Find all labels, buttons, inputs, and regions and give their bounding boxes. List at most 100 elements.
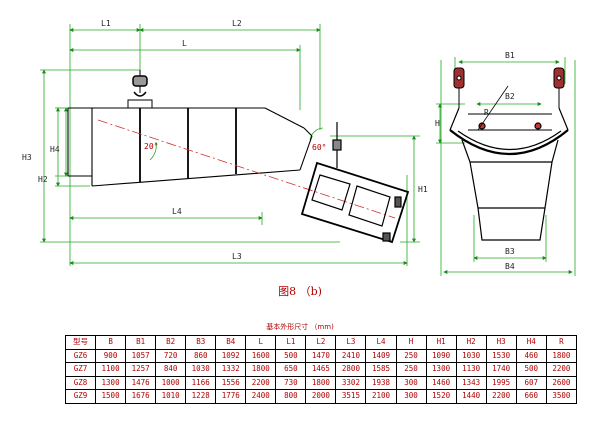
dim-label-r: R xyxy=(484,108,489,117)
table-cell: 3302 xyxy=(335,375,367,390)
column-header: H2 xyxy=(455,335,487,350)
table-cell: 500 xyxy=(275,348,307,363)
table-cell: 2400 xyxy=(245,389,277,404)
column-header: L1 xyxy=(275,335,307,350)
table-cell: 1520 xyxy=(425,389,457,404)
column-header: B xyxy=(95,335,127,350)
table-cell: 1800 xyxy=(305,375,337,390)
table-cell: 1300 xyxy=(425,362,457,377)
table-cell: 720 xyxy=(155,348,187,363)
table-cell: 1090 xyxy=(425,348,457,363)
table-cell: 3500 xyxy=(545,389,578,404)
table-cell: 2410 xyxy=(335,348,367,363)
table-cell: 1057 xyxy=(125,348,157,363)
table-cell: 1100 xyxy=(95,362,127,377)
table-cell: 1556 xyxy=(215,375,247,390)
table-cell: 300 xyxy=(395,375,427,390)
vibration-motor xyxy=(300,122,410,244)
table-cell: 607 xyxy=(515,375,547,390)
column-header: H xyxy=(395,335,427,350)
table-cell: 1938 xyxy=(365,375,397,390)
table-cell: 1228 xyxy=(185,389,217,404)
table-cell: 1500 xyxy=(95,389,127,404)
table-cell: 1000 xyxy=(155,375,187,390)
table-cell: 2600 xyxy=(545,375,578,390)
table-cell: 500 xyxy=(515,362,547,377)
table-cell: 1460 xyxy=(425,375,457,390)
end-trough xyxy=(449,85,569,241)
table-cell: 1800 xyxy=(245,362,277,377)
table-cell: 1300 xyxy=(95,375,127,390)
table-cell: 1600 xyxy=(245,348,277,363)
table-cell: GZ8 xyxy=(64,375,97,390)
table-cell: 1440 xyxy=(455,389,487,404)
equipment-drawing: L1 L2 L L4 L3 H3 H2 H4 H1 20° 60° xyxy=(22,19,576,276)
column-header: L3 xyxy=(335,335,367,350)
table-cell: 800 xyxy=(275,389,307,404)
dim-label-l4: L4 xyxy=(172,207,182,216)
dim-label-h-end: H xyxy=(435,119,440,128)
table-cell: 1465 xyxy=(305,362,337,377)
table-cell: 2200 xyxy=(485,389,517,404)
table-cell: GZ7 xyxy=(64,362,97,377)
column-header: B4 xyxy=(215,335,247,350)
table-cell: 730 xyxy=(275,375,307,390)
table-title: 基本外形尺寸 （mm) xyxy=(266,323,334,331)
table-cell: 1470 xyxy=(305,348,337,363)
dim-label-b1: B1 xyxy=(505,51,515,60)
center-line xyxy=(97,119,396,219)
table-cell: 1010 xyxy=(155,389,187,404)
angle-label-20: 20° xyxy=(144,142,158,151)
end-right-hanger xyxy=(553,67,565,108)
left-hanger xyxy=(127,70,153,109)
dim-label-h2: H2 xyxy=(38,175,48,184)
table-cell: 1476 xyxy=(125,375,157,390)
table-cell: 2100 xyxy=(365,389,397,404)
side-view: L1 L2 L L4 L3 H3 H2 H4 H1 20° 60° xyxy=(22,19,428,266)
table-cell: 860 xyxy=(185,348,217,363)
column-header: 型号 xyxy=(64,335,97,350)
table-cell: 1343 xyxy=(455,375,487,390)
table-cell: 900 xyxy=(95,348,127,363)
end-dimension-lines xyxy=(436,57,576,276)
dimension-lines xyxy=(40,24,420,266)
table-cell: 1676 xyxy=(125,389,157,404)
angle-label-60: 60° xyxy=(312,143,326,152)
figure-caption: 图8 （b) xyxy=(278,285,322,298)
table-cell: 2200 xyxy=(245,375,277,390)
dim-label-b4: B4 xyxy=(505,262,515,271)
table-cell: 1030 xyxy=(185,362,217,377)
dim-label-h3: H3 xyxy=(22,153,32,162)
table-cell: 250 xyxy=(395,362,427,377)
column-header: B3 xyxy=(185,335,217,350)
dim-label-b2: B2 xyxy=(505,92,515,101)
column-header: B1 xyxy=(125,335,157,350)
column-header: B2 xyxy=(155,335,187,350)
table-cell: 2800 xyxy=(335,362,367,377)
table-cell: 460 xyxy=(515,348,547,363)
table-cell: 1585 xyxy=(365,362,397,377)
column-header: L4 xyxy=(365,335,397,350)
table-cell: 1995 xyxy=(485,375,517,390)
column-header: H3 xyxy=(485,335,517,350)
table-cell: 1409 xyxy=(365,348,397,363)
feeder-trough xyxy=(67,107,313,187)
dim-label-h1: H1 xyxy=(418,185,428,194)
table-cell: 840 xyxy=(155,362,187,377)
table-cell: 660 xyxy=(515,389,547,404)
end-left-hanger xyxy=(453,67,465,108)
table-cell: 1030 xyxy=(455,348,487,363)
table-cell: GZ9 xyxy=(64,389,97,404)
table-cell: 1530 xyxy=(485,348,517,363)
dim-label-l3: L3 xyxy=(232,252,242,261)
table-cell: GZ6 xyxy=(64,348,97,363)
dim-label-l2: L2 xyxy=(232,19,242,28)
table-cell: 1800 xyxy=(545,348,578,363)
table-cell: 300 xyxy=(395,389,427,404)
